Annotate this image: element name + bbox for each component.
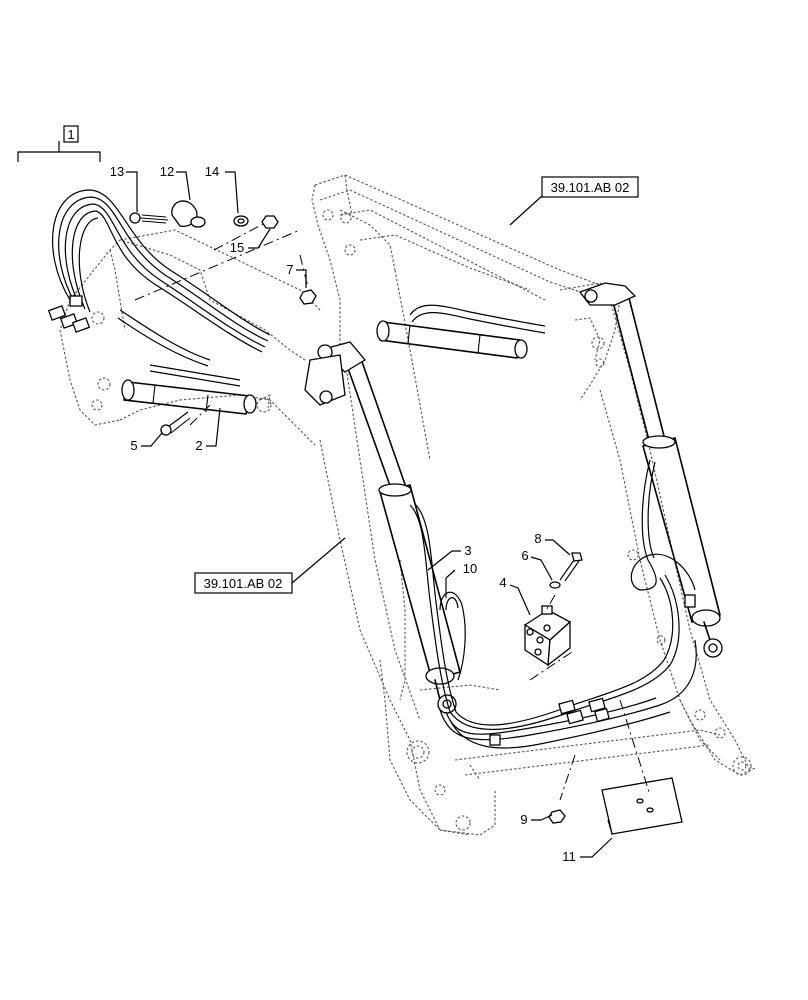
part-4-valve-block bbox=[523, 605, 572, 667]
left-bucket-cylinder bbox=[304, 341, 461, 714]
part-11-cover-plate bbox=[601, 777, 683, 835]
part-15-nut bbox=[261, 215, 279, 229]
callout-13: 13 bbox=[110, 164, 124, 179]
part-13-bolt bbox=[129, 212, 169, 224]
callout-9: 9 bbox=[520, 812, 527, 827]
hose-bundle-left bbox=[47, 189, 271, 387]
callout-12: 12 bbox=[160, 164, 174, 179]
callout-11: 11 bbox=[562, 849, 576, 864]
part-7-nut bbox=[299, 289, 317, 305]
callout-7: 7 bbox=[286, 262, 293, 277]
callout-6: 6 bbox=[521, 548, 528, 563]
callout-8: 8 bbox=[534, 531, 541, 546]
left-boom-cylinder bbox=[121, 379, 257, 415]
part-14-washer bbox=[233, 215, 249, 227]
loader-frame-outline bbox=[59, 174, 756, 836]
part-9-nut bbox=[548, 809, 566, 824]
part-5-bolt bbox=[160, 411, 191, 436]
callout-2: 2 bbox=[195, 438, 202, 453]
hose-top bbox=[409, 304, 546, 334]
callout-4: 4 bbox=[499, 575, 506, 590]
group-label: 1 bbox=[67, 127, 74, 142]
top-boom-cylinder bbox=[376, 320, 528, 359]
assembly-center-lines bbox=[134, 222, 651, 801]
callout-14: 14 bbox=[205, 164, 219, 179]
callout-10: 10 bbox=[463, 561, 477, 576]
callout-15: 15 bbox=[230, 240, 244, 255]
right-bucket-cylinder bbox=[578, 282, 723, 658]
part-8-bolt bbox=[559, 552, 583, 582]
reference-box-left: 39.101.AB 02 bbox=[194, 572, 293, 594]
callout-leaders bbox=[17, 141, 613, 858]
reference-left: 39.101.AB 02 bbox=[204, 576, 283, 591]
callout-3: 3 bbox=[464, 543, 471, 558]
hose-bottom-loop bbox=[409, 459, 697, 749]
callout-5: 5 bbox=[130, 438, 137, 453]
reference-top: 39.101.AB 02 bbox=[551, 180, 630, 195]
group-label-box: 1 bbox=[63, 125, 79, 143]
part-6-washer bbox=[549, 581, 561, 589]
part-12-clamp bbox=[171, 200, 206, 228]
reference-box-top: 39.101.AB 02 bbox=[541, 176, 639, 198]
